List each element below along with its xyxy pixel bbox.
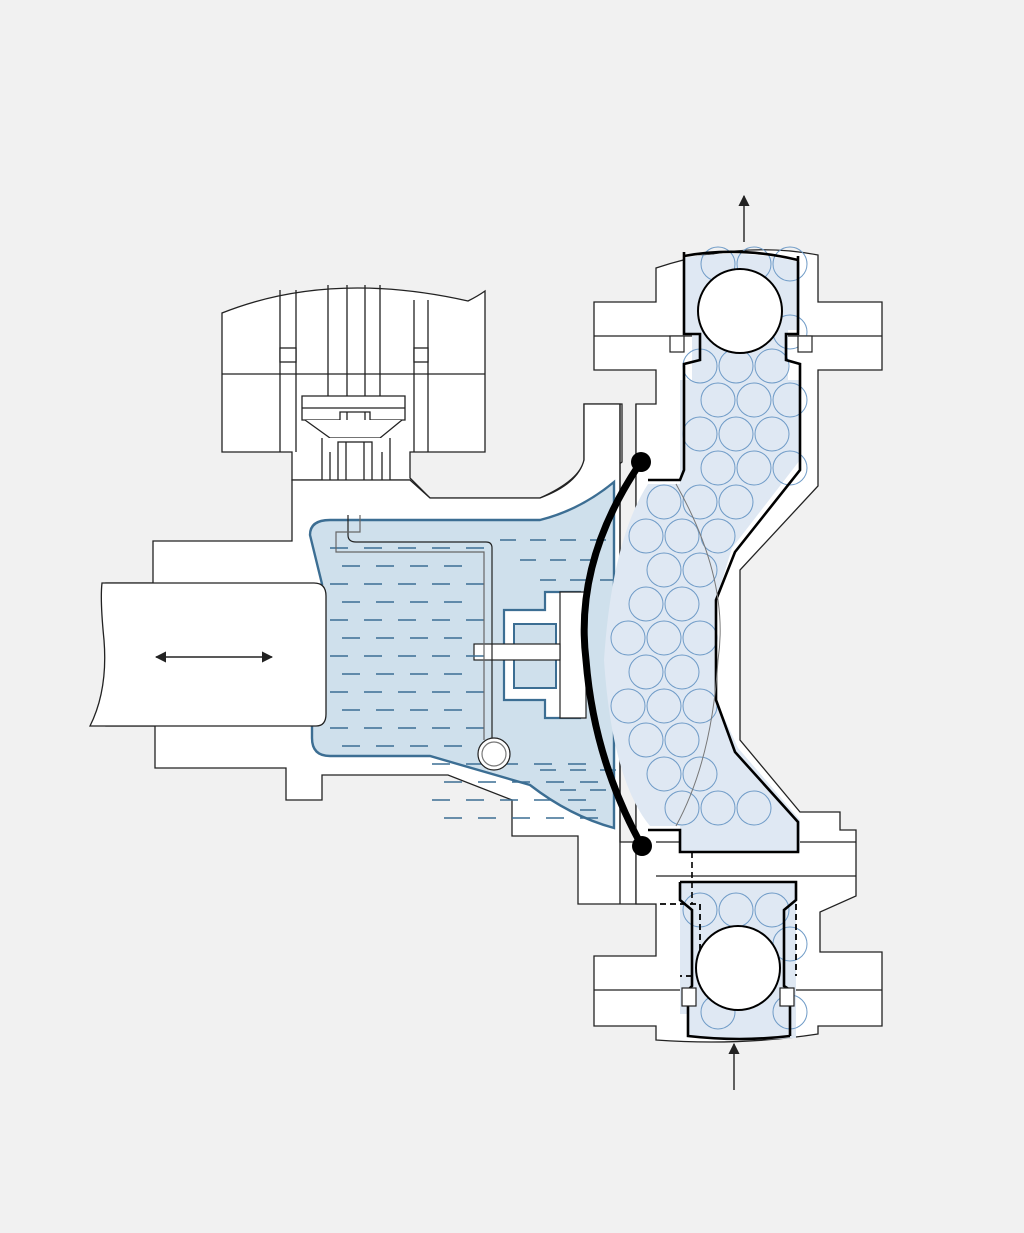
- refill-tube: [335, 515, 511, 771]
- diaphragm-bottom-clamp: [632, 836, 652, 856]
- bubble: [772, 450, 808, 486]
- bubble: [664, 790, 700, 826]
- bubble: [628, 654, 664, 690]
- bubble: [772, 246, 808, 282]
- bubble: [610, 688, 646, 724]
- hydraulic-chamber: [308, 479, 616, 830]
- bubble: [682, 484, 718, 520]
- bubble: [664, 654, 700, 690]
- bubble: [754, 892, 790, 928]
- bubble: [646, 620, 682, 656]
- bubble: [736, 450, 772, 486]
- diaphragm: [580, 452, 721, 856]
- bubble: [628, 518, 664, 554]
- bubble: [682, 552, 718, 588]
- bubble: [718, 484, 754, 520]
- discharge-check-valve: [669, 268, 813, 354]
- bubble: [736, 790, 772, 826]
- bubble: [646, 552, 682, 588]
- suction-check-valve: [681, 925, 795, 1011]
- fluid-dashes: [330, 539, 616, 819]
- bubble: [664, 722, 700, 758]
- bubble: [628, 586, 664, 622]
- bubble: [700, 382, 736, 418]
- bubble: [772, 382, 808, 418]
- bubble: [646, 484, 682, 520]
- bubble: [646, 688, 682, 724]
- pump-head: [593, 249, 883, 1043]
- bubble: [610, 620, 646, 656]
- bubble: [664, 586, 700, 622]
- bubble: [718, 416, 754, 452]
- bubble: [682, 756, 718, 792]
- relief-valve-housing: [221, 285, 623, 516]
- bubble: [646, 756, 682, 792]
- piston: [88, 582, 327, 727]
- bubble: [754, 348, 790, 384]
- bubble: [700, 450, 736, 486]
- bubble: [736, 382, 772, 418]
- diaphragm-top-clamp: [631, 452, 651, 472]
- bubble: [754, 416, 790, 452]
- bubble: [664, 518, 700, 554]
- bubble: [628, 722, 664, 758]
- bubble: [700, 790, 736, 826]
